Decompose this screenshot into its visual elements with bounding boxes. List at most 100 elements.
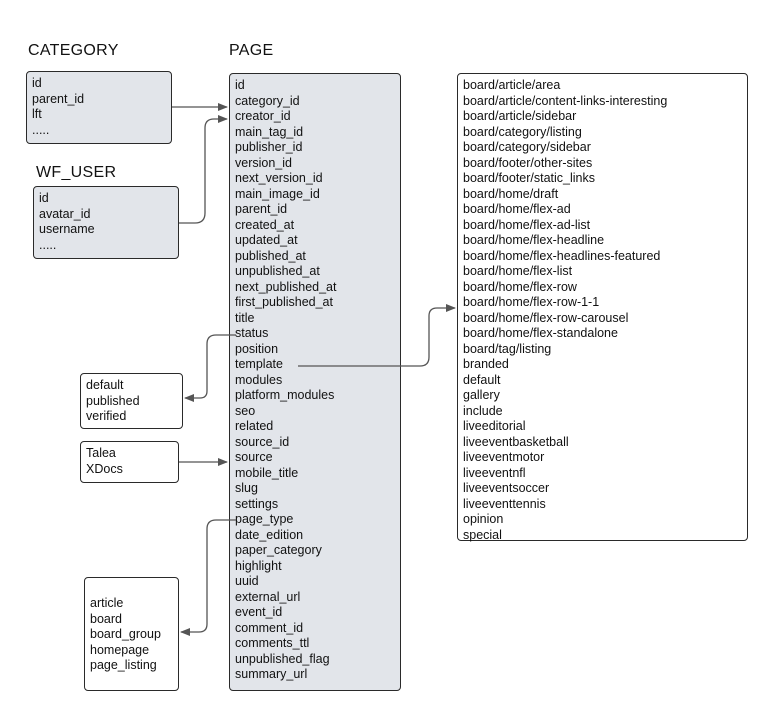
field-item: board/tag/listing (463, 341, 552, 356)
field-item: Talea (86, 446, 116, 460)
field-item: page_listing (90, 658, 157, 672)
field-item: position (235, 341, 279, 356)
field-item: default (86, 378, 124, 392)
field-item: ..... (39, 237, 57, 252)
field-item: XDocs (86, 461, 123, 476)
field-item: paper_category (235, 543, 322, 557)
field-item: board/home/flex-headline (463, 233, 605, 247)
field-item: main_image_id (235, 186, 320, 201)
field-item: related (235, 419, 274, 433)
field-item: lft (32, 107, 42, 121)
category-title: CATEGORY (28, 42, 119, 59)
field-item: id (32, 76, 42, 90)
field-item: liveeventnfl (463, 465, 526, 480)
field-item: parent_id (235, 202, 288, 216)
field-item: special (463, 527, 502, 542)
field-item: board/article/sidebar (463, 109, 577, 123)
field-item: gallery (463, 388, 500, 402)
field-item: page_type (235, 512, 294, 526)
field-item: creator_id (235, 109, 291, 123)
field-item: next_version_id (235, 171, 323, 185)
field-item: first_published_at (235, 295, 333, 309)
field-item: article (90, 596, 124, 610)
wf-user-title: WF_USER (36, 164, 117, 181)
field-item: avatar_id (39, 206, 91, 221)
page-title: PAGE (229, 42, 274, 59)
field-item: board/home/flex-ad-list (463, 217, 591, 232)
field-item: source (235, 450, 273, 464)
field-item: title (235, 310, 255, 325)
field-item: source_id (235, 434, 290, 449)
field-item: id (39, 191, 49, 205)
wf-user-to-page-connector (179, 115, 228, 224)
field-item: status (235, 326, 269, 340)
field-item: publisher_id (235, 140, 303, 154)
field-item: unpublished_flag (235, 651, 330, 666)
field-item: board/footer/other-sites (463, 155, 593, 170)
field-item: updated_at (235, 233, 298, 247)
field-item: comment_id (235, 620, 304, 635)
field-item: id (235, 78, 245, 92)
field-item: branded (463, 357, 509, 371)
field-item: board/home/flex-headlines-featured (463, 248, 661, 263)
template-connector (298, 304, 456, 367)
field-item: ..... (32, 122, 50, 137)
field-item: unpublished_at (235, 264, 320, 278)
field-item: event_id (235, 605, 283, 619)
field-item: board_group (90, 627, 161, 641)
field-item: published_at (235, 248, 306, 263)
field-item: board/category/sidebar (463, 140, 591, 154)
field-item: liveeditorial (463, 419, 526, 433)
field-item: platform_modules (235, 388, 335, 402)
field-item: verified (86, 409, 127, 423)
field-item: modules (235, 372, 283, 387)
field-item: board/home/flex-row-carousel (463, 310, 629, 325)
field-item: external_url (235, 589, 301, 604)
field-item: summary_url (235, 667, 308, 681)
field-item: board/home/flex-ad (463, 202, 571, 216)
field-item: include (463, 403, 503, 418)
field-item: board (90, 611, 122, 626)
field-item: next_published_at (235, 279, 337, 294)
field-item: board/category/listing (463, 124, 582, 139)
field-item: board/home/flex-row (463, 279, 577, 294)
field-item: created_at (235, 217, 295, 232)
field-item: liveeventbasketball (463, 434, 569, 449)
field-item: highlight (235, 558, 282, 573)
field-item: template (235, 357, 283, 371)
field-item: parent_id (32, 91, 85, 106)
field-item: liveeventsoccer (463, 481, 550, 495)
field-item: liveeventmotor (463, 450, 545, 464)
field-item: board/home/flex-list (463, 264, 573, 278)
field-item: seo (235, 403, 256, 418)
field-item: username (39, 222, 95, 236)
field-item: published (86, 393, 140, 408)
field-item: main_tag_id (235, 124, 304, 139)
field-item: date_edition (235, 527, 304, 542)
field-item: category_id (235, 93, 300, 108)
field-item: board/home/flex-row-1-1 (463, 295, 600, 309)
field-item: board/article/content-links-interesting (463, 93, 668, 108)
status-connector (184, 334, 236, 402)
field-item: mobile_title (235, 465, 299, 480)
field-item: liveeventtennis (463, 496, 546, 511)
field-item: version_id (235, 155, 292, 170)
field-item: board/home/flex-standalone (463, 326, 618, 340)
field-item: uuid (235, 574, 259, 588)
field-item: board/article/area (463, 78, 561, 92)
field-item: default (463, 372, 501, 387)
field-item: slug (235, 481, 258, 495)
field-item: settings (235, 496, 279, 511)
page-type-connector (180, 519, 236, 636)
field-item: homepage (90, 642, 150, 657)
field-item: opinion (463, 512, 504, 526)
field-item: board/footer/static_links (463, 171, 596, 185)
